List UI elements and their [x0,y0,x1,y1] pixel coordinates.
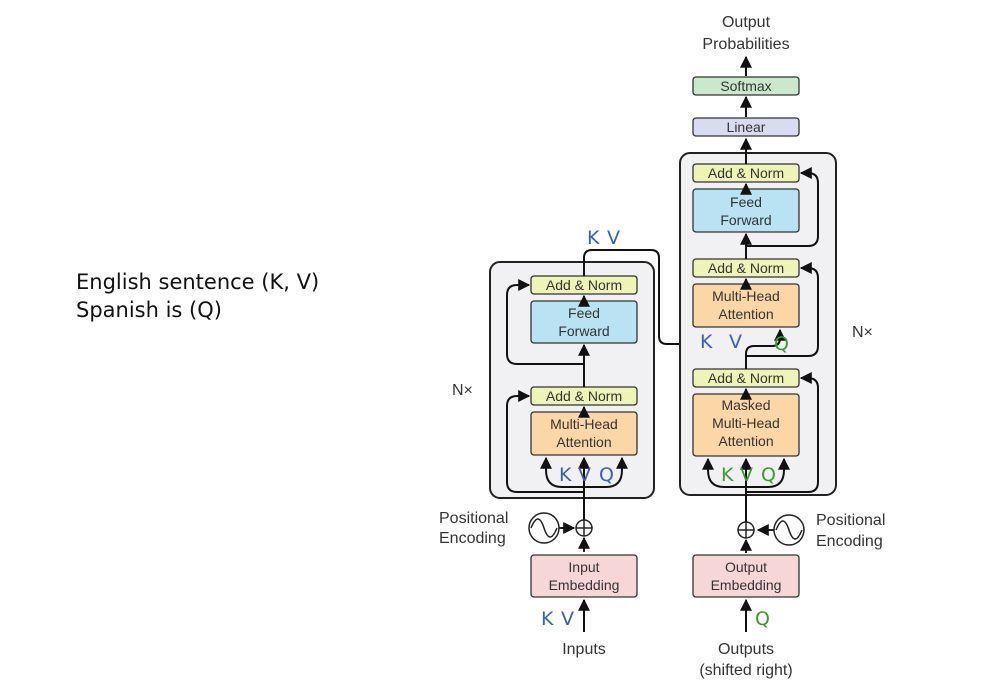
encoder-positional-line1: Positional [439,510,508,527]
encoder-inner-q: Q [599,464,614,486]
decoder-add-norm-mid-label: Add & Norm [708,260,784,276]
decoder-masked-line1: Masked [721,397,770,413]
encoder-mha-line2: Attention [556,434,611,450]
inputs-label: Inputs [562,641,606,658]
encoder-add-norm-bottom: Add & Norm [530,386,638,406]
decoder-cross-kvq: K V Q [700,331,789,355]
encoder-positional-encoding: Positional Encoding [439,510,593,552]
decoder-add-norm-top: Add & Norm [692,163,800,183]
decoder-masked-line2: Multi-Head [712,415,780,431]
output-embedding-line2: Embedding [711,577,782,593]
output-embedding-line1: Output [725,559,767,575]
cross-k: K [700,331,713,353]
softmax-label: Softmax [720,78,771,94]
encoder-feed-forward: Feed Forward [530,300,638,344]
outputs-shifted-label: (shifted right) [699,662,792,679]
outputs-label: Outputs [718,641,774,658]
decoder-cross-attention: Multi-Head Attention [692,283,800,328]
encoder-output-v: V [607,227,620,249]
decoder-add-norm-mid: Add & Norm [692,258,800,278]
decoder-cross-attn-line1: Multi-Head [712,288,780,304]
encoder-output-k: K [587,227,600,249]
input-k: K [541,608,554,630]
encoder-positional-line2: Encoding [439,530,506,547]
decoder-add-norm-bottom-label: Add & Norm [708,370,784,386]
decoder-cross-attn-line2: Attention [718,306,773,322]
encoder-add-norm-top: Add & Norm [530,275,638,295]
encoder-block [489,261,655,499]
input-embedding-line2: Embedding [549,577,620,593]
decoder-ff-line2: Forward [720,212,771,228]
decoder-inner-q: Q [761,464,776,486]
decoder-inner-k: K [721,464,734,486]
decoder-masked-line3: Attention [718,433,773,449]
linear-layer: Linear [692,117,800,137]
decoder-ff-line1: Feed [730,194,762,210]
encoder-connectors [506,249,736,523]
annotation-notes: English sentence (K, V) Spanish is (Q) [76,268,319,324]
output-probabilities-line2: Probabilities [702,36,789,53]
linear-label: Linear [727,119,766,135]
encoder-multi-head-attention: Multi-Head Attention [530,411,638,456]
decoder-nx-label: N× [852,324,873,341]
decoder-inner-v: V [740,464,753,486]
output-q: Q [755,608,770,630]
encoder-inner-kvq: K V Q [559,464,614,486]
input-v: V [561,608,574,630]
decoder-positional-encoding: Positional Encoding [737,512,885,553]
decoder-inner-kvq: K V Q [721,464,776,486]
cross-v: V [729,331,742,353]
encoder-ff-line2: Forward [558,323,609,339]
encoder-ff-line1: Feed [568,305,600,321]
encoder-input-embedding: Input Embedding [530,554,638,598]
encoder-inner-k: K [559,464,572,486]
encoder-nx-label: N× [452,382,473,399]
encoder-inner-v: V [578,464,591,486]
decoder-positional-line1: Positional [816,512,885,529]
encoder-add-norm-bottom-label: Add & Norm [546,388,622,404]
decoder-masked-attention: Masked Multi-Head Attention [692,393,800,457]
output-probabilities-line1: Output [722,14,771,31]
decoder-add-norm-bottom: Add & Norm [692,368,800,388]
note-english-kv: English sentence (K, V) [76,270,320,294]
decoder-positional-line2: Encoding [816,533,883,550]
encoder-mha-line1: Multi-Head [550,416,618,432]
decoder-add-norm-top-label: Add & Norm [708,165,784,181]
input-embedding-line1: Input [568,559,599,575]
decoder-connectors [702,55,819,523]
note-spanish-q: Spanish is (Q) [76,298,222,322]
decoder-feed-forward: Feed Forward [692,188,800,233]
softmax-layer: Softmax [692,76,800,96]
encoder-add-norm-top-label: Add & Norm [546,277,622,293]
decoder-output-embedding: Output Embedding [692,554,800,598]
cross-q: Q [774,333,789,355]
